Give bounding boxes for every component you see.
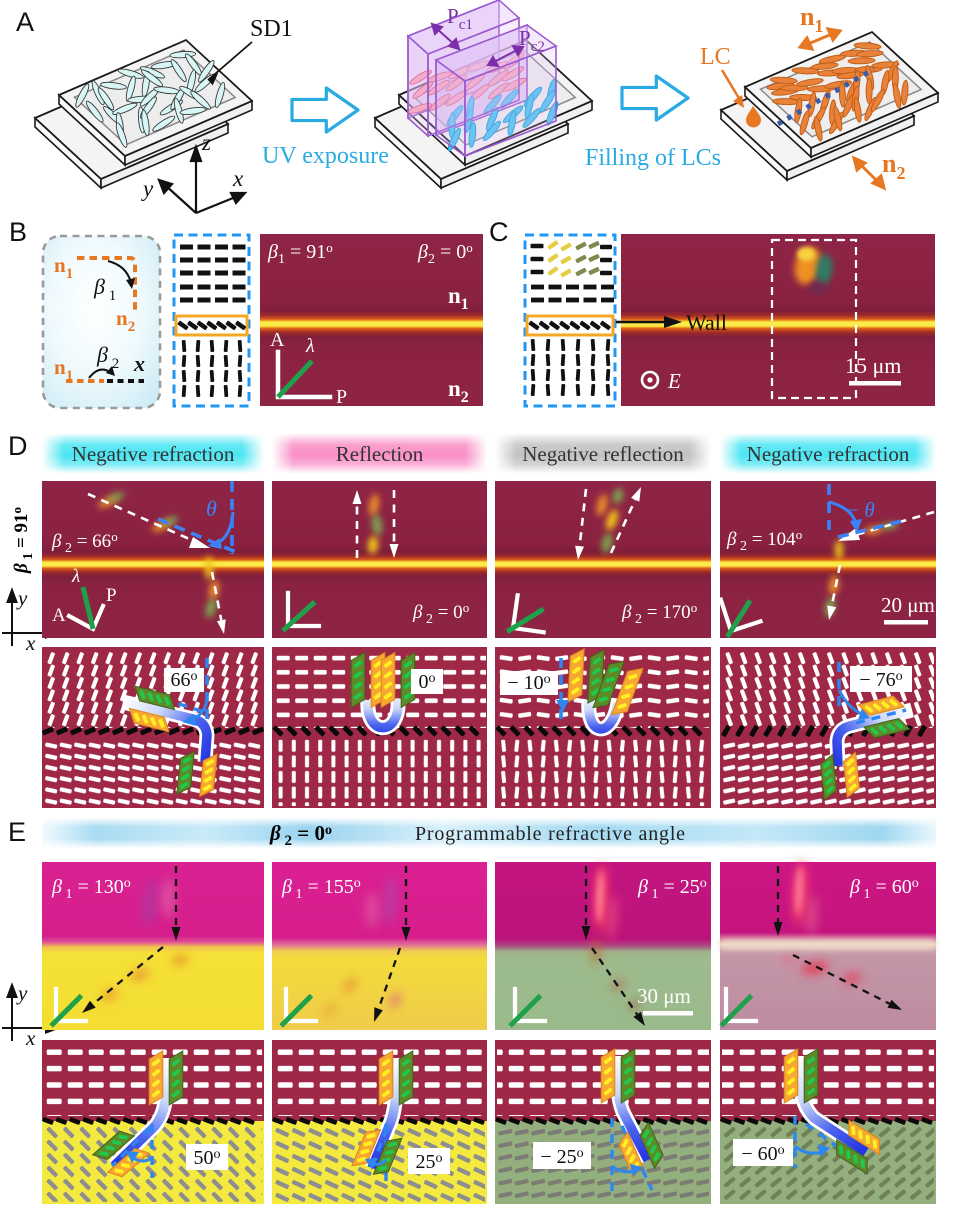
svg-text:n2: n2 bbox=[882, 149, 905, 183]
svg-text:x: x bbox=[25, 1026, 36, 1050]
svg-text:x: x bbox=[25, 631, 36, 655]
svg-text:β 1 = 91o: β 1 = 91o bbox=[9, 507, 36, 574]
svg-text:Programmable refractive angle: Programmable refractive angle bbox=[415, 823, 686, 845]
svg-text:β 2 = 170o: β 2 = 170o bbox=[621, 600, 697, 627]
svg-text:β 1 = 60o: β 1 = 60o bbox=[849, 876, 919, 902]
svg-text:β 2 = 66o: β 2 = 66o bbox=[51, 529, 118, 556]
svg-text:E: E bbox=[8, 817, 26, 847]
svg-text:LC: LC bbox=[700, 44, 731, 70]
svg-text:y: y bbox=[141, 176, 154, 201]
svg-text:β 2 = 0o: β 2 = 0o bbox=[412, 600, 469, 627]
svg-text:Negative refraction: Negative refraction bbox=[747, 442, 910, 466]
svg-text:n1: n1 bbox=[800, 2, 823, 36]
svg-text:β 2 = 0o: β 2 = 0o bbox=[269, 821, 332, 849]
svg-text:E: E bbox=[667, 369, 681, 393]
svg-text:Filling of LCs: Filling of LCs bbox=[585, 145, 721, 171]
svg-text:β 2 = 104o: β 2 = 104o bbox=[726, 527, 802, 554]
svg-text:Negative refraction: Negative refraction bbox=[72, 442, 235, 466]
svg-text:− θ: − θ bbox=[845, 498, 875, 522]
svg-text:β 1 = 25o: β 1 = 25o bbox=[637, 876, 707, 902]
svg-text:Reflection: Reflection bbox=[336, 442, 424, 466]
svg-text:UV exposure: UV exposure bbox=[262, 143, 389, 169]
svg-text:30 μm: 30 μm bbox=[637, 984, 691, 1008]
svg-text:B: B bbox=[9, 217, 27, 247]
svg-text:θ: θ bbox=[206, 496, 217, 521]
svg-text:Negative reflection: Negative reflection bbox=[522, 442, 684, 466]
svg-text:− 60o: − 60o bbox=[741, 1143, 784, 1165]
svg-text:β1 = 91o: β1 = 91o bbox=[267, 240, 333, 267]
svg-text:A: A bbox=[270, 329, 285, 351]
svg-text:x: x bbox=[232, 166, 244, 191]
svg-text:x: x bbox=[133, 351, 145, 376]
svg-text:β 1 = 155o: β 1 = 155o bbox=[281, 876, 361, 902]
svg-text:Wall: Wall bbox=[686, 310, 727, 335]
svg-text:− 25o: − 25o bbox=[540, 1146, 583, 1168]
svg-text:β 1 = 130o: β 1 = 130o bbox=[51, 876, 131, 902]
svg-text:A: A bbox=[52, 605, 66, 626]
svg-text:15 μm: 15 μm bbox=[845, 353, 901, 378]
svg-text:β2 = 0o: β2 = 0o bbox=[417, 240, 473, 267]
svg-text:C: C bbox=[489, 217, 509, 247]
svg-text:− 10o: − 10o bbox=[507, 672, 550, 694]
svg-text:D: D bbox=[8, 431, 28, 461]
svg-text:λ: λ bbox=[305, 335, 315, 357]
svg-text:y: y bbox=[16, 586, 28, 610]
svg-text:z: z bbox=[201, 130, 211, 155]
svg-text:20 μm: 20 μm bbox=[881, 593, 935, 617]
svg-text:P: P bbox=[106, 585, 117, 606]
svg-text:SD1: SD1 bbox=[250, 16, 293, 42]
svg-text:− 76o: − 76o bbox=[859, 669, 902, 691]
svg-text:P: P bbox=[336, 386, 347, 408]
svg-text:λ: λ bbox=[71, 566, 80, 587]
svg-text:A: A bbox=[16, 7, 34, 37]
svg-text:y: y bbox=[16, 981, 28, 1005]
